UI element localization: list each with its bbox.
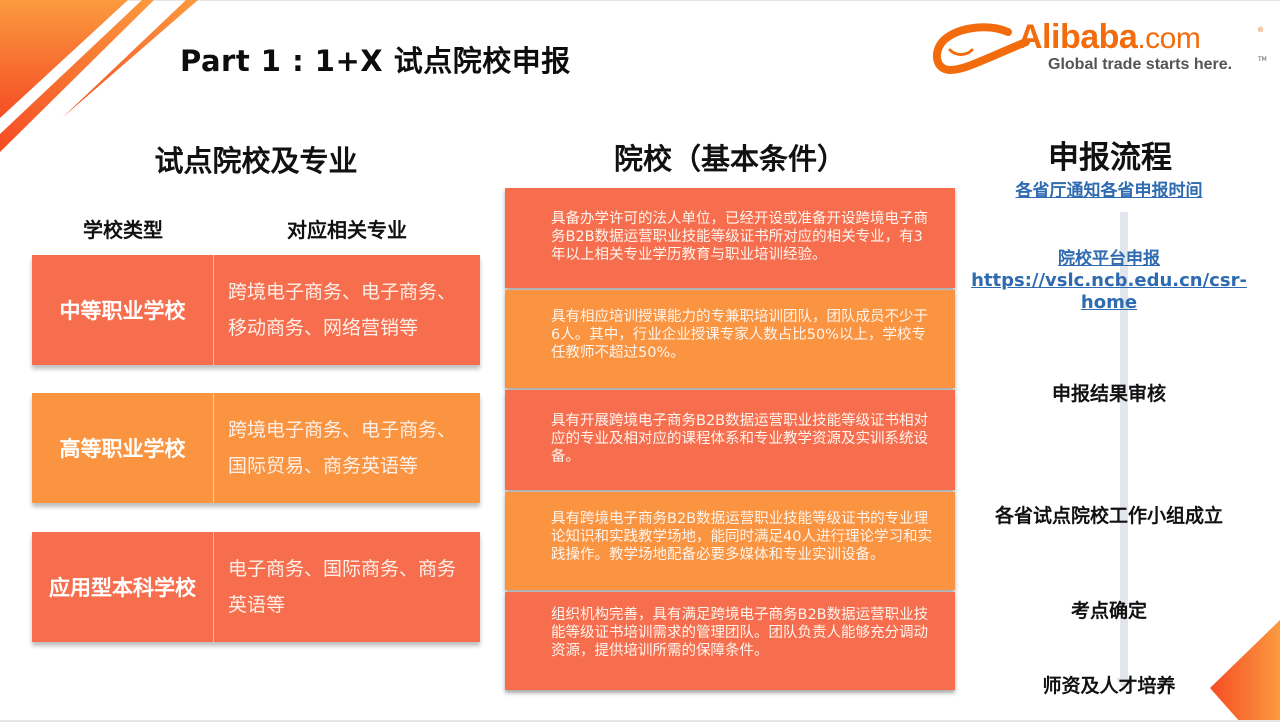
school-major-cell: 跨境电子商务、电子商务、国际贸易、商务英语等	[228, 419, 457, 477]
step-result-review: 申报结果审核	[1051, 383, 1166, 405]
step-working-group: 各省试点院校工作小组成立	[994, 505, 1223, 527]
school-row-higher-vocational: 高等职业学校 跨境电子商务、电子商务、国际贸易、商务英语等	[32, 393, 480, 503]
school-row-applied-undergraduate: 应用型本科学校 电子商务、国际商务、商务英语等	[32, 532, 480, 642]
condition-item-legal-entity: 具备办学许可的法人单位，已经开设或准备开设跨境电子商务B2B数据运营职业技能等级…	[505, 188, 955, 288]
condition-item-facilities: 具有跨境电子商务B2B数据运营职业技能等级证书的专业理论知识和实践教学场地，能同…	[505, 492, 955, 590]
school-row-secondary-vocational: 中等职业学校 跨境电子商务、电子商务、移动商务、网络营销等	[32, 255, 480, 365]
slide-bottom-border	[0, 720, 1280, 722]
platform-url-link[interactable]: https://vslc.ncb.edu.cn/csr-home	[971, 270, 1247, 313]
process-timeline-track	[1120, 212, 1128, 680]
process-section-title: 申报流程	[1048, 140, 1172, 176]
condition-item-training-team: 具有相应培训授课能力的专兼职培训团队，团队成员不少于6人。其中，行业企业授课专家…	[505, 290, 955, 388]
timeline-arrow-down-icon	[1116, 678, 1132, 690]
alibaba-logo: Alibaba.com ® Global trade starts here. …	[930, 18, 1270, 80]
school-major-cell: 跨境电子商务、电子商务、移动商务、网络营销等	[228, 281, 457, 339]
conditions-section-title: 院校（基本条件）	[613, 142, 846, 176]
school-type-cell: 中等职业学校	[32, 255, 214, 365]
school-type-cell: 应用型本科学校	[32, 532, 214, 642]
step-teacher-training: 师资及人才培养	[1042, 675, 1176, 697]
logo-tagline: Global trade starts here.	[1048, 56, 1233, 73]
condition-item-organization: 组织机构完善，具有满足跨境电子商务B2B数据运营职业技能等级证书培训需求的管理团…	[505, 592, 955, 690]
corner-triangle-decoration	[1210, 620, 1280, 722]
school-major-cell: 电子商务、国际商务、商务英语等	[228, 558, 457, 616]
registered-mark: ®	[1257, 26, 1264, 34]
trademark-mark: TM	[1258, 56, 1267, 63]
step-platform-application-link[interactable]: 院校平台申报 https://vslc.ncb.edu.cn/csr-home	[971, 249, 1247, 313]
step-exam-site: 考点确定	[1070, 600, 1147, 622]
related-major-header: 对应相关专业	[287, 218, 407, 242]
step-provincial-notice-link[interactable]: 各省厅通知各省申报时间	[1015, 181, 1203, 201]
alibaba-smile-icon	[932, 23, 1030, 75]
logo-wordmark: Alibaba.com	[1018, 18, 1201, 56]
school-type-header: 学校类型	[83, 218, 163, 242]
schools-section-title: 试点院校及专业	[154, 144, 358, 178]
condition-item-curriculum: 具有开展跨境电子商务B2B数据运营职业技能等级证书相对应的专业及相对应的课程体系…	[505, 390, 955, 490]
corner-stripes-decoration	[0, 0, 198, 152]
slide-title: Part 1 : 1+X 试点院校申报	[180, 44, 571, 78]
school-type-cell: 高等职业学校	[32, 393, 214, 503]
slide-top-border	[0, 0, 1280, 1]
